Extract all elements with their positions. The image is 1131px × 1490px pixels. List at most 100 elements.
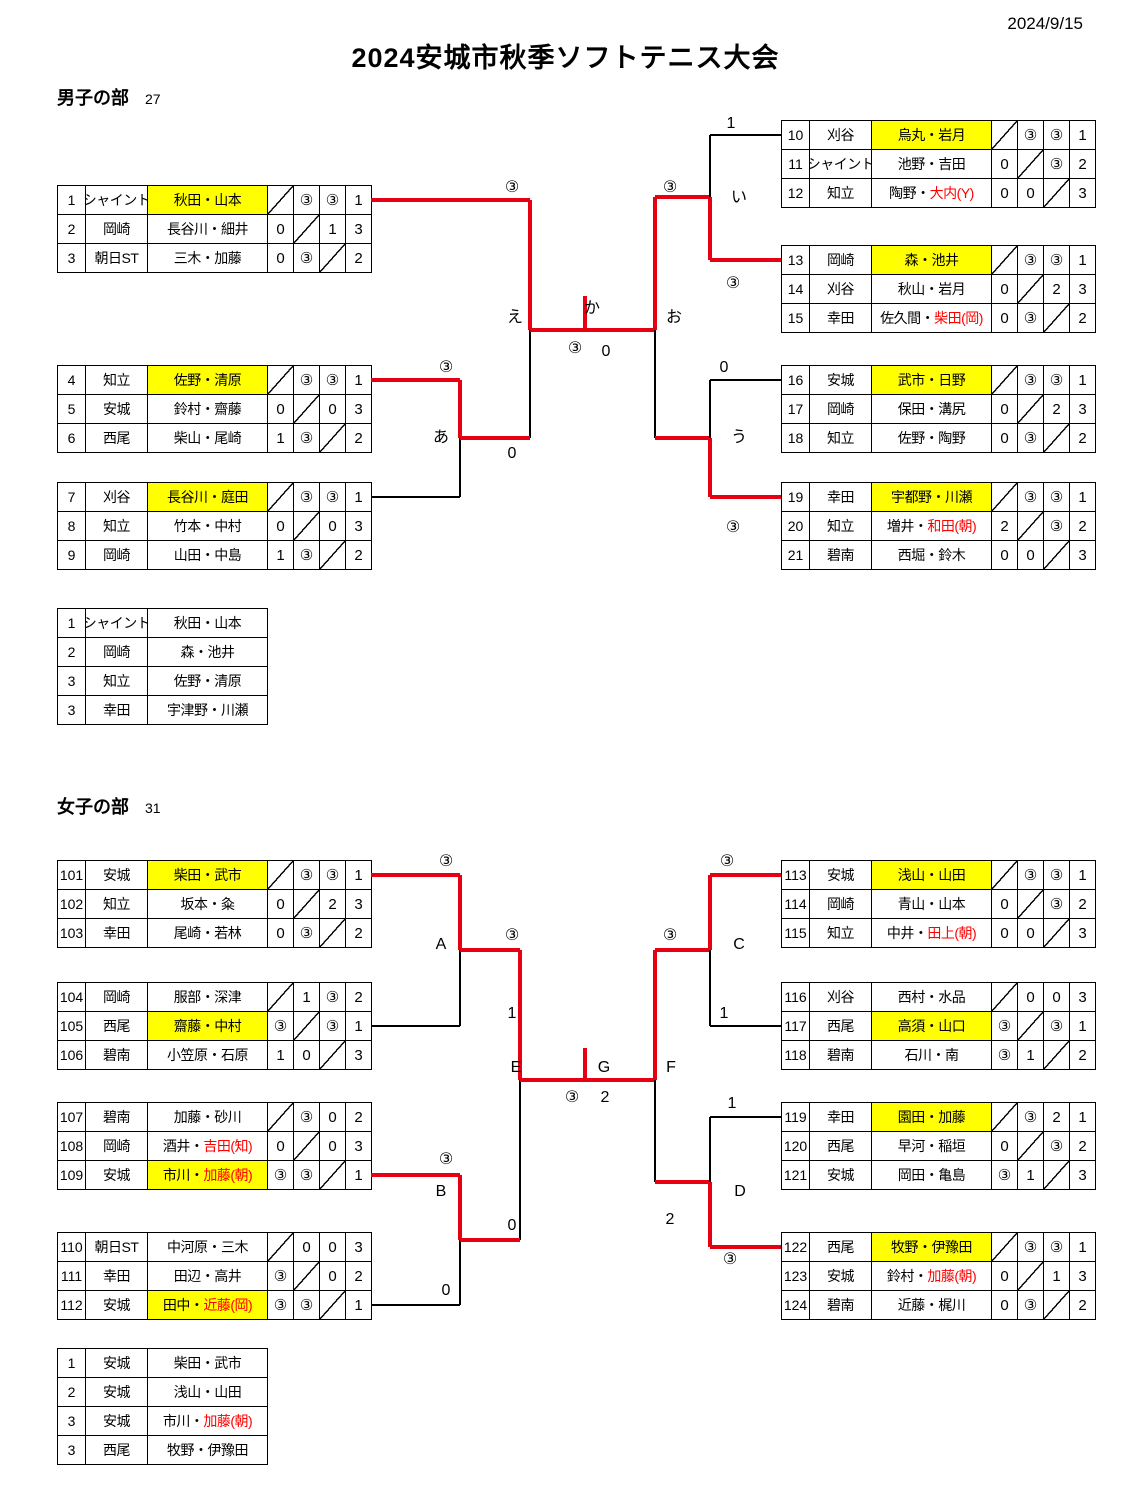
pair-name: 陶野・大内(Y) bbox=[872, 179, 992, 208]
men-entry-count: 27 bbox=[145, 91, 161, 107]
diagonal-cell bbox=[1044, 541, 1070, 570]
score-cell: 3 bbox=[1070, 541, 1096, 570]
entry-number: 2 bbox=[58, 638, 86, 667]
diagonal-cell bbox=[294, 512, 320, 541]
diagonal-cell bbox=[268, 1103, 294, 1132]
score-cell: 1 bbox=[294, 983, 320, 1012]
entry-number: 5 bbox=[58, 395, 86, 424]
pair-name-winner: 田中・近藤(岡) bbox=[148, 1291, 268, 1320]
pair-name-winner: 武市・日野 bbox=[872, 366, 992, 395]
team-name: 西尾 bbox=[810, 1132, 872, 1161]
pair-name: 宇津野・川瀬 bbox=[148, 696, 268, 725]
score-cell: 2 bbox=[992, 512, 1018, 541]
bracket-line-winner bbox=[371, 198, 530, 202]
score-cell: 1 bbox=[1070, 1233, 1096, 1262]
pair-name-text: 服部・深津 bbox=[173, 989, 242, 1005]
entry-number: 21 bbox=[782, 541, 810, 570]
bracket-label: 0 bbox=[507, 445, 517, 462]
diagonal-cell bbox=[268, 366, 294, 395]
score-cell: 0 bbox=[992, 275, 1018, 304]
score-cell: ③ bbox=[294, 244, 320, 273]
score-cell: 0 bbox=[268, 1132, 294, 1161]
score-cell: 0 bbox=[992, 179, 1018, 208]
pair-name-red-text: 柴田(岡) bbox=[934, 310, 983, 326]
score-cell: 3 bbox=[1070, 179, 1096, 208]
bracket-label: ③ bbox=[722, 1251, 738, 1268]
bracket-line-winner bbox=[655, 195, 710, 199]
pair-name-text: 柴田・武市 bbox=[173, 1355, 242, 1371]
entry-number: 4 bbox=[58, 366, 86, 395]
score-cell: 2 bbox=[346, 919, 372, 948]
bracket-label: ③ bbox=[438, 853, 454, 870]
pair-name-text: 鈴村・ bbox=[886, 1268, 928, 1284]
pair-name: 青山・山本 bbox=[872, 890, 992, 919]
bracket-line bbox=[709, 1117, 711, 1182]
entry-number: 114 bbox=[782, 890, 810, 919]
pair-name-text: 長谷川・庭田 bbox=[167, 489, 249, 505]
score-cell: ③ bbox=[1018, 304, 1044, 333]
pair-name: 増井・和田(朝) bbox=[872, 512, 992, 541]
bracket-line-winner bbox=[710, 495, 781, 499]
pair-name-winner: 佐野・清原 bbox=[148, 366, 268, 395]
pair-name-text: 中河原・三木 bbox=[167, 1239, 249, 1255]
bracket-line bbox=[459, 1240, 461, 1305]
bracket-line bbox=[710, 134, 781, 136]
bracket-line bbox=[529, 330, 531, 438]
bracket-label: E bbox=[510, 1059, 522, 1076]
bracket-label: え bbox=[506, 309, 524, 326]
diagonal-cell bbox=[268, 983, 294, 1012]
score-cell: 0 bbox=[992, 424, 1018, 453]
entry-number: 15 bbox=[782, 304, 810, 333]
score-cell: 1 bbox=[320, 215, 346, 244]
pair-name-red-text: 近藤(岡) bbox=[203, 1297, 253, 1313]
pair-name-red-text: 加藤(朝) bbox=[927, 1268, 977, 1284]
pair-name: 小笠原・石原 bbox=[148, 1041, 268, 1070]
entry-number: 19 bbox=[782, 483, 810, 512]
bracket-label: 0 bbox=[719, 359, 729, 376]
bracket-label: 0 bbox=[601, 343, 611, 360]
pair-name-text: 増井・ bbox=[886, 518, 928, 534]
diagonal-cell bbox=[1044, 179, 1070, 208]
score-cell: ③ bbox=[1018, 246, 1044, 275]
diagonal-cell bbox=[1044, 304, 1070, 333]
diagonal-cell bbox=[320, 1041, 346, 1070]
score-cell: 0 bbox=[268, 215, 294, 244]
diagonal-cell bbox=[268, 483, 294, 512]
bracket-line-winner bbox=[653, 197, 657, 330]
pair-name-text: 加藤・砂川 bbox=[173, 1109, 242, 1125]
bracket-line bbox=[371, 496, 460, 498]
bracket-line bbox=[710, 379, 781, 381]
team-name: 刈谷 bbox=[86, 483, 148, 512]
pair-name-winner: 浅山・山田 bbox=[872, 861, 992, 890]
bracket-label: 1 bbox=[727, 1095, 737, 1112]
bracket-line-winner bbox=[458, 1175, 462, 1240]
bracket-line bbox=[710, 1116, 781, 1118]
diagonal-cell bbox=[992, 366, 1018, 395]
entry-number: 103 bbox=[58, 919, 86, 948]
team-name: 安城 bbox=[86, 1161, 148, 1190]
team-name: シャイント bbox=[86, 186, 148, 215]
pair-name: 森・池井 bbox=[148, 638, 268, 667]
pair-name-winner: 高須・山口 bbox=[872, 1012, 992, 1041]
diagonal-cell bbox=[268, 186, 294, 215]
pair-name-text: 近藤・梶川 bbox=[897, 1297, 966, 1313]
entry-number: 14 bbox=[782, 275, 810, 304]
score-cell: ③ bbox=[320, 983, 346, 1012]
pair-name-text: 秋田・山本 bbox=[173, 615, 242, 631]
score-cell: ③ bbox=[294, 541, 320, 570]
score-cell: ③ bbox=[1044, 1233, 1070, 1262]
